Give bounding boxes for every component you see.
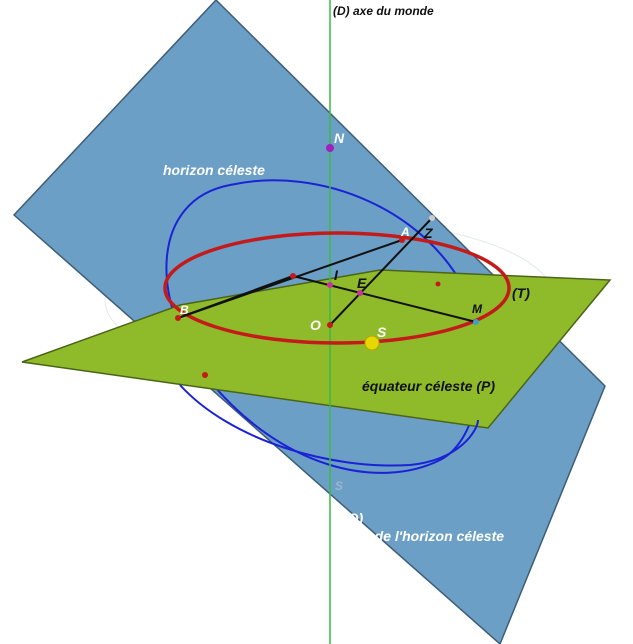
point-B: [175, 315, 181, 321]
point-I: [327, 282, 333, 288]
label-T: (T): [512, 285, 530, 301]
segment-BI: [177, 275, 294, 319]
label-S-lower: S: [335, 479, 343, 493]
label-N: N: [334, 130, 345, 146]
point-lower-left: [202, 372, 208, 378]
equator-plane-p: [21, 269, 612, 429]
segment-OZ: [329, 217, 433, 326]
segment-IM: [292, 275, 477, 323]
label-M: M: [472, 302, 483, 316]
label-O: O: [310, 317, 321, 333]
label-equator-plane: équateur céleste (P): [362, 378, 495, 394]
point-A: [399, 237, 405, 243]
label-Q-plane: plan de l'horizon céleste: [341, 528, 504, 544]
label-Q: (Q): [343, 510, 364, 526]
label-E: E: [357, 275, 367, 291]
point-Z: [429, 215, 435, 221]
point-M: [473, 319, 479, 325]
point-left-mid: [290, 273, 296, 279]
sun-S: [364, 335, 380, 351]
point-right-mid: [435, 281, 441, 287]
equator-circle: [163, 231, 511, 345]
label-horizon: horizon céleste: [163, 162, 265, 178]
label-I: I: [334, 267, 339, 283]
point-E: [357, 290, 363, 296]
point-O: [327, 322, 333, 328]
label-S: S: [377, 324, 387, 340]
label-B: B: [180, 303, 189, 317]
axis-label: (D) axe du monde: [333, 4, 434, 18]
point-N: [326, 144, 334, 152]
label-A: A: [400, 225, 410, 239]
label-Z: Z: [423, 225, 433, 241]
horizon-circle-lower: [179, 384, 479, 467]
